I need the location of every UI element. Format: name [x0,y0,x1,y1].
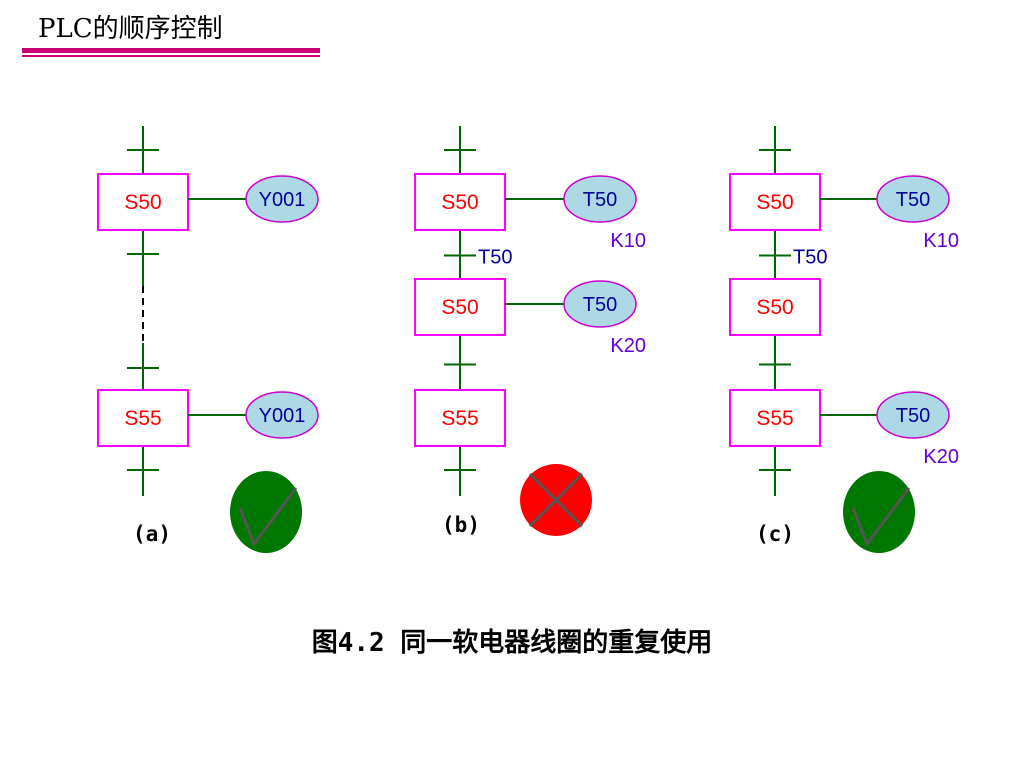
title-underline-thin [22,55,320,57]
output-coil [563,175,637,223]
coil-label: Y001 [259,405,306,427]
step-label: S50 [441,296,478,319]
panel-caption: (b) [442,513,480,537]
transition-label: T50 [478,247,512,269]
transition-label: T50 [793,247,827,269]
output-coil [245,391,319,439]
step-label: S50 [124,191,161,214]
step-box [414,389,506,447]
timer-setting-label: K20 [923,446,959,468]
coil-label: T50 [896,189,930,211]
check-icon [851,487,911,548]
title-underline-thick [22,48,320,53]
step-label: S55 [124,407,161,430]
step-label: S55 [441,407,478,430]
step-box [414,173,506,231]
step-box [97,173,189,231]
coil-label: T50 [896,405,930,427]
output-coil [876,391,950,439]
output-coil [245,175,319,223]
panel-caption: (a) [133,522,171,546]
figure-caption: 图4.2 同一软电器线圈的重复使用 [311,628,713,658]
output-coil [876,175,950,223]
step-box [97,389,189,447]
cross-icon [528,472,584,528]
timer-setting-label: K20 [610,335,646,357]
panel-caption: (c) [756,522,794,546]
title-underline [22,48,320,57]
step-box [729,173,821,231]
slide-title: PLC的顺序控制 [38,14,223,44]
coil-label: T50 [583,189,617,211]
step-label: S50 [756,296,793,319]
step-box [414,278,506,336]
check-icon [238,487,298,548]
step-label: S50 [441,191,478,214]
step-label: S55 [756,407,793,430]
coil-label: T50 [583,294,617,316]
timer-setting-label: K10 [610,230,646,252]
step-label: S50 [756,191,793,214]
output-coil [563,280,637,328]
timer-setting-label: K10 [923,230,959,252]
step-box [729,278,821,336]
step-box [729,389,821,447]
coil-label: Y001 [259,189,306,211]
